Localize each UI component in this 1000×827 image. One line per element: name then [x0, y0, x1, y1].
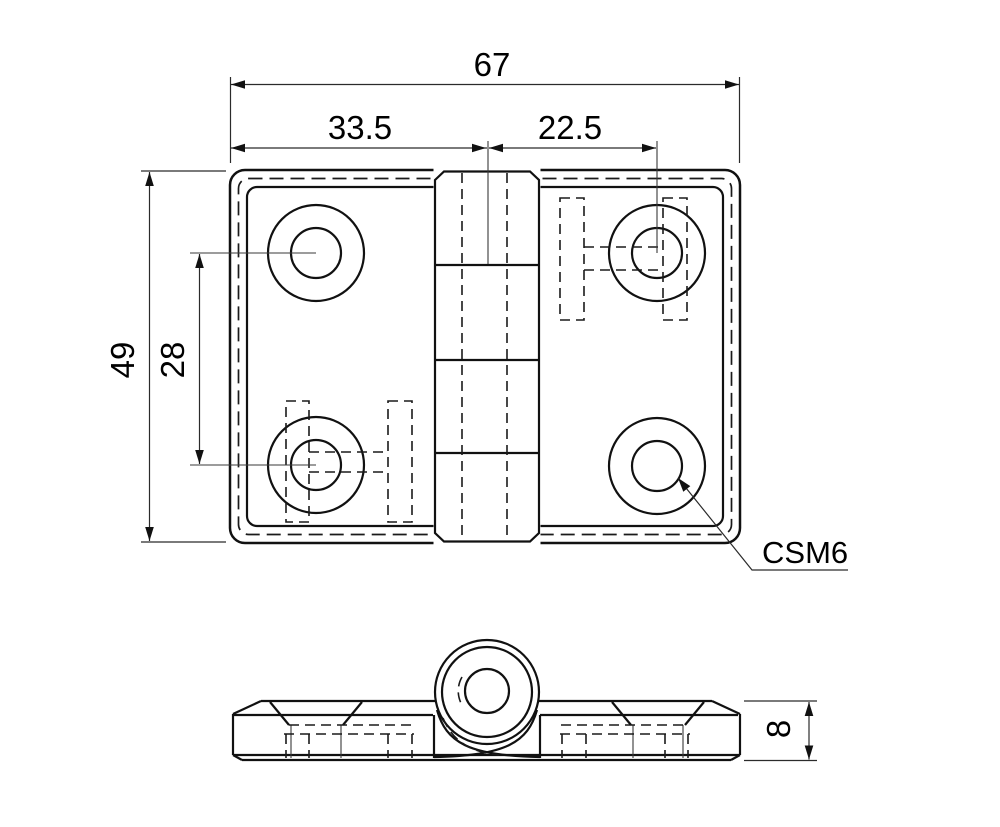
side-knuckle [432, 638, 542, 759]
side-view [231, 638, 742, 762]
callout-text-csm6: CSM6 [762, 535, 848, 570]
dim-overall-height: 49 [104, 170, 226, 543]
dim-text-right-offset: 22.5 [538, 109, 602, 146]
hinge-barrel [433, 166, 541, 546]
callout-csm6: CSM6 [677, 477, 848, 571]
dim-text-overall-width: 67 [474, 46, 511, 83]
tslot-hidden-top-right [559, 197, 688, 321]
dim-text-hole-spacing: 28 [154, 342, 191, 379]
dim-text-left-span: 33.5 [328, 109, 392, 146]
hole-bottom-right [607, 416, 707, 516]
side-counterbore-right [560, 701, 705, 758]
side-plate-outline [231, 699, 742, 762]
dim-thickness: 8 [744, 700, 817, 762]
side-counterbore-left [269, 701, 414, 758]
pin-hole [463, 667, 511, 715]
tslot-hidden-bottom-left [285, 400, 413, 523]
dim-text-overall-height: 49 [104, 342, 141, 379]
dim-text-thickness: 8 [760, 720, 797, 738]
dim-overall-width: 67 [229, 46, 741, 163]
dim-hole-spacing: 28 [154, 254, 204, 464]
pin-hole-hidden [457, 676, 463, 706]
top-view [190, 141, 742, 546]
dim-left-span: 33.5 [231, 109, 487, 153]
curl-hidden [442, 717, 500, 756]
dim-right-offset: 22.5 [489, 109, 656, 153]
curl-curve-right [433, 709, 539, 759]
